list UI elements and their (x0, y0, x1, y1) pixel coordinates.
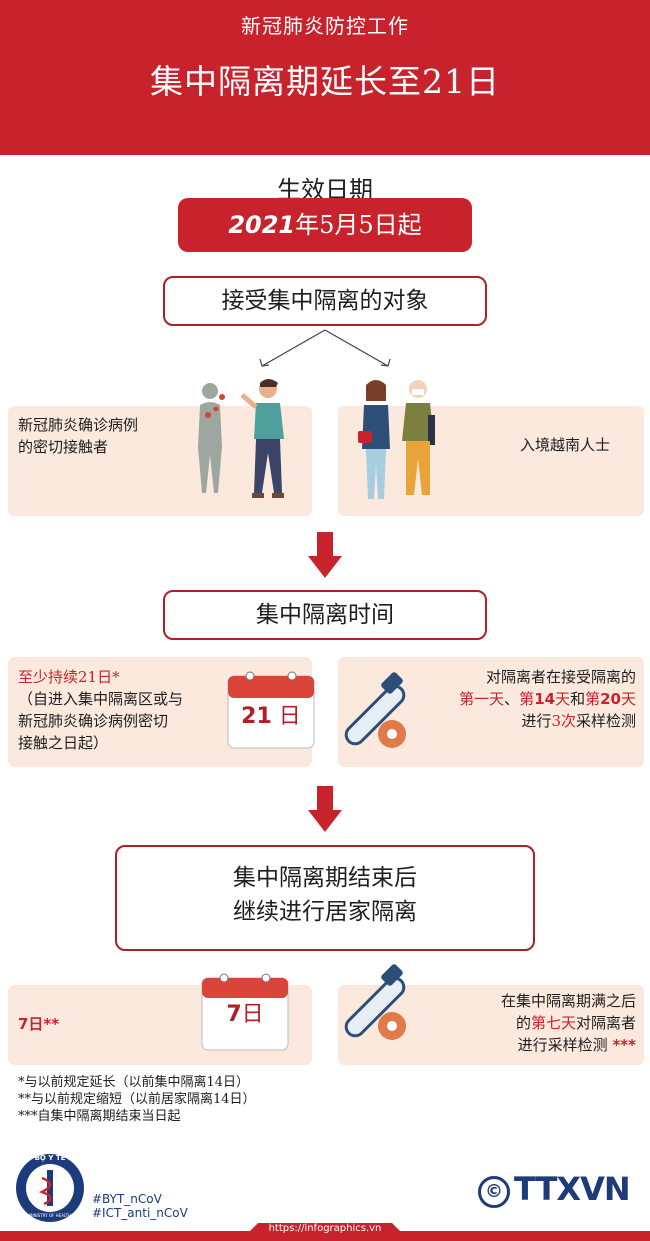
calendar-21-icon: 21 日 (224, 666, 318, 750)
down-arrow-1-icon (308, 532, 342, 578)
hashtags: #BYT_nCoV #ICT_anti_nCoV (92, 1192, 188, 1220)
subjects-heading: 接受集中隔离的对象 (163, 276, 487, 326)
hashtag-byt: #BYT_nCoV (92, 1192, 162, 1206)
footnotes: *与以前规定延长（以前集中隔离14日） **与以前规定缩短（以前居家隔离14日）… (18, 1075, 256, 1124)
duration-text: 至少持续21日* （自进入集中隔离区或与 新冠肺炎确诊病例密切 接触之日起） (18, 668, 184, 752)
home-testing-text: 在集中隔离期满之后 的第七天对隔离者 进行采样检测 *** (500, 992, 636, 1054)
travelers-illustration-icon (358, 380, 435, 499)
testing-text: 对隔离者在接受隔离的 第一天、第14天和第20天 进行3次采样检测 (459, 668, 636, 730)
close-contact-text: 新冠肺炎确诊病例 的密切接触者 (18, 416, 139, 456)
footer-bar (0, 1223, 650, 1241)
header-banner: 新冠肺炎防控工作 集中隔离期延长至21日 (0, 0, 650, 155)
ttxvn-logo: TTXVN (514, 1170, 631, 1208)
header-title: 集中隔离期延长至21日 (150, 62, 500, 101)
footer-url[interactable]: https://infographics.vn (268, 1223, 382, 1234)
duration-heading: 集中隔离时间 (163, 590, 487, 640)
close-contact-illustration-icon (198, 379, 284, 498)
entry-text: 入境越南人士 (520, 436, 611, 454)
test-tube-virus-2-icon (344, 964, 406, 1040)
home-isolation-days: 7日** (18, 1015, 60, 1033)
ministry-logo: BỘ Y TẾ MINISTRY OF HEALTH (14, 1152, 86, 1224)
down-arrow-2-icon (308, 786, 342, 832)
effective-date-box: 2021年5月5日起 (178, 198, 472, 252)
calendar-7-icon: 7日 (198, 968, 292, 1054)
entry-card (338, 406, 644, 516)
effective-year: 2021 (228, 211, 296, 239)
after-quarantine-box: 集中隔离期结束后 继续进行居家隔离 (115, 845, 535, 951)
copyright-icon: © (478, 1176, 510, 1208)
branch-arrows (259, 329, 391, 367)
header-subtitle: 新冠肺炎防控工作 (241, 14, 409, 38)
effective-date-rest: 年5月5日起 (295, 211, 422, 239)
hashtag-ict: #ICT_anti_nCoV (92, 1206, 188, 1220)
test-tube-virus-icon (344, 672, 406, 748)
